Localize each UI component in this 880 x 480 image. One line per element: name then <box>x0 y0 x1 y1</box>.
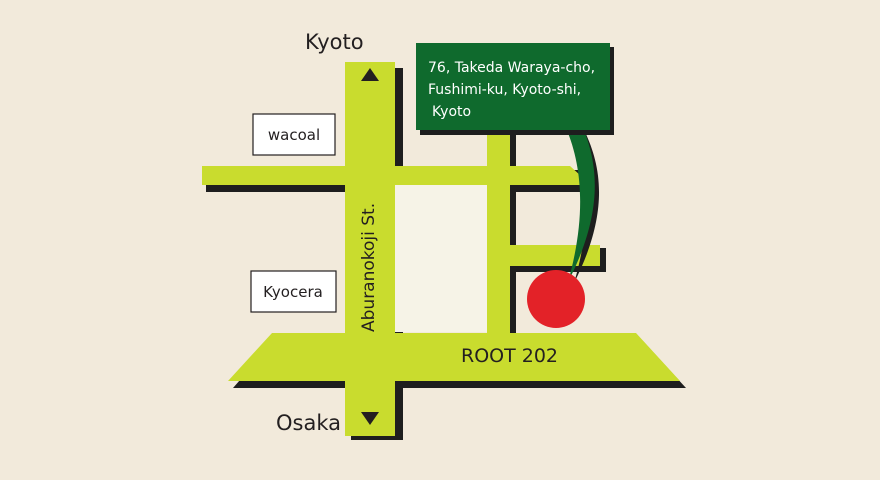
vertical-street-label: Aburanokoji St. <box>359 203 379 332</box>
north-city-label: Kyoto <box>305 30 364 54</box>
address-line-2: Fushimi-ku, Kyoto-shi, <box>428 82 581 98</box>
destination-marker <box>527 270 585 328</box>
address-line-1: 76, Takeda Waraya-cho, <box>428 60 595 76</box>
landmark-kyocera: Kyocera <box>250 270 337 313</box>
address-line-3: Kyoto <box>432 104 471 120</box>
south-city-label: Osaka <box>276 411 341 435</box>
city-block <box>395 185 487 332</box>
callout-pointer <box>566 128 595 282</box>
landmark-kyocera-label: Kyocera <box>263 283 323 301</box>
aburanokoji-street-road <box>345 62 395 436</box>
roads <box>202 62 680 436</box>
landmark-wacoal-label: wacoal <box>268 126 320 144</box>
south-arrow-icon <box>361 412 379 425</box>
north-arrow-icon <box>361 68 379 81</box>
landmark-wacoal: wacoal <box>252 113 336 156</box>
route-label: ROOT 202 <box>461 345 558 367</box>
side-street-road <box>487 128 510 338</box>
address-callout <box>416 43 610 130</box>
spur-road <box>487 245 600 266</box>
cross-road <box>202 166 591 185</box>
route-202-road <box>228 333 680 381</box>
